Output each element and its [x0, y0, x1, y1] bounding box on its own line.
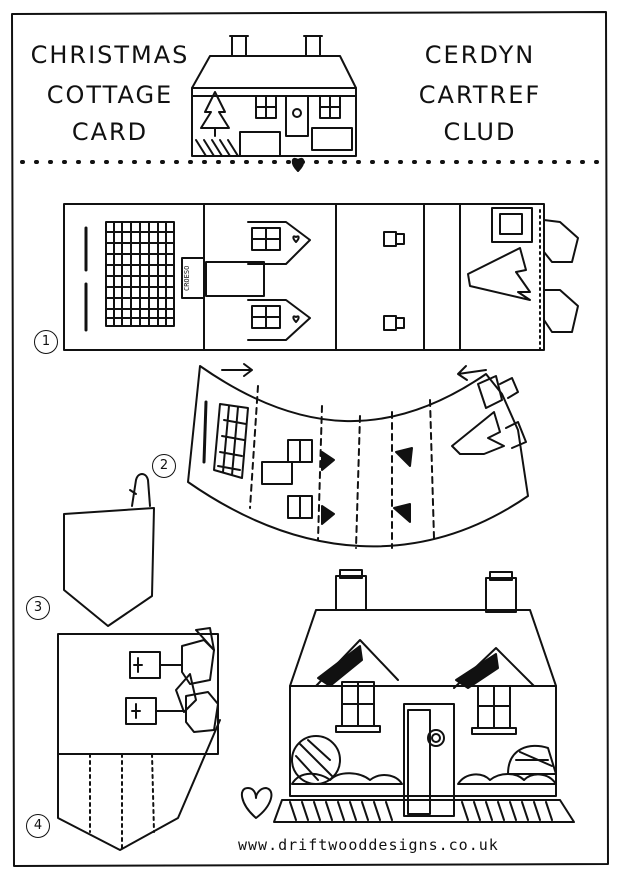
arrow-right-icon [221, 363, 253, 377]
door-sign-label: CROESO [183, 265, 191, 291]
title-en-line-3: CARD [71, 118, 149, 146]
step-4-assembled-card [57, 627, 221, 851]
step-2-curved-strip [187, 363, 529, 549]
step-number-1: 1 [34, 330, 58, 354]
header-cottage-drawing [191, 35, 357, 157]
website-footer: www.driftwooddesigns.co.uk [238, 836, 499, 854]
step-1-template-strip [63, 203, 579, 351]
step-number-4: 4 [26, 814, 50, 838]
heart-icon [291, 157, 305, 172]
arrow-left-icon [457, 365, 487, 381]
title-cy-line-2: CARTREF [418, 81, 542, 109]
title-en-line-2: COTTAGE [46, 81, 174, 109]
step-number-3: 3 [26, 596, 50, 620]
title-cy-line-1: CERDYN [424, 41, 536, 69]
finished-cottage-drawing [240, 569, 575, 823]
title-en-line-1: CHRISTMAS [30, 41, 190, 69]
title-cy-line-3: CLUD [443, 118, 517, 146]
step-3-folded-card [63, 473, 155, 627]
heart-outline-icon [240, 787, 273, 819]
page-border [11, 11, 609, 867]
step-number-2: 2 [152, 454, 176, 478]
